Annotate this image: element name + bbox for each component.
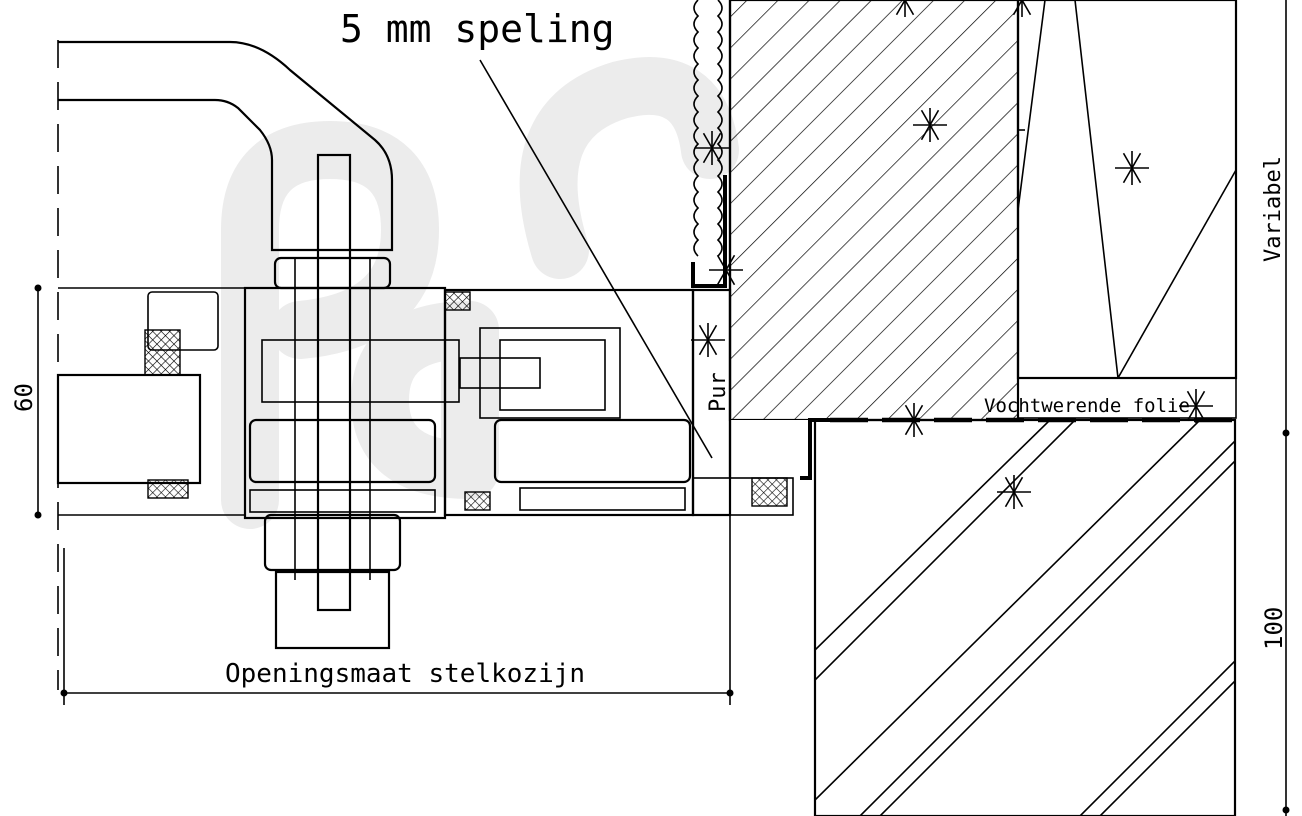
- pur-label: Pur: [706, 372, 731, 412]
- speling-label: 5 mm speling: [340, 7, 615, 51]
- asterisk-marker: [1179, 389, 1213, 423]
- window-profiles: [56, 286, 794, 520]
- asterisk-marker: [691, 323, 725, 357]
- asterisk-marker: [709, 253, 743, 287]
- asterisk-marker: [913, 108, 947, 142]
- asterisk-marker: [897, 403, 931, 437]
- asterisk-marker: [888, 0, 922, 17]
- material-markers: [691, 0, 1213, 509]
- concrete-beam: [813, 418, 1237, 816]
- asterisk-marker: [1115, 151, 1149, 185]
- compression-tape: [693, 0, 723, 257]
- dimension-60-label: 60: [10, 383, 38, 412]
- moisture-foil-label: Vochtwerende folie: [984, 395, 1190, 417]
- cavity-insulation: [1016, 0, 1238, 419]
- variabel-label: Variabel: [1261, 156, 1286, 262]
- dimension-100-label: 100: [1260, 607, 1288, 650]
- opening-size-label: Openingsmaat stelkozijn: [225, 659, 585, 689]
- dimension-lines: [34, 0, 1290, 816]
- asterisk-marker: [997, 475, 1031, 509]
- masonry-wall: [728, 0, 1020, 480]
- asterisk-marker: [695, 131, 729, 165]
- asterisk-marker: [1005, 0, 1039, 17]
